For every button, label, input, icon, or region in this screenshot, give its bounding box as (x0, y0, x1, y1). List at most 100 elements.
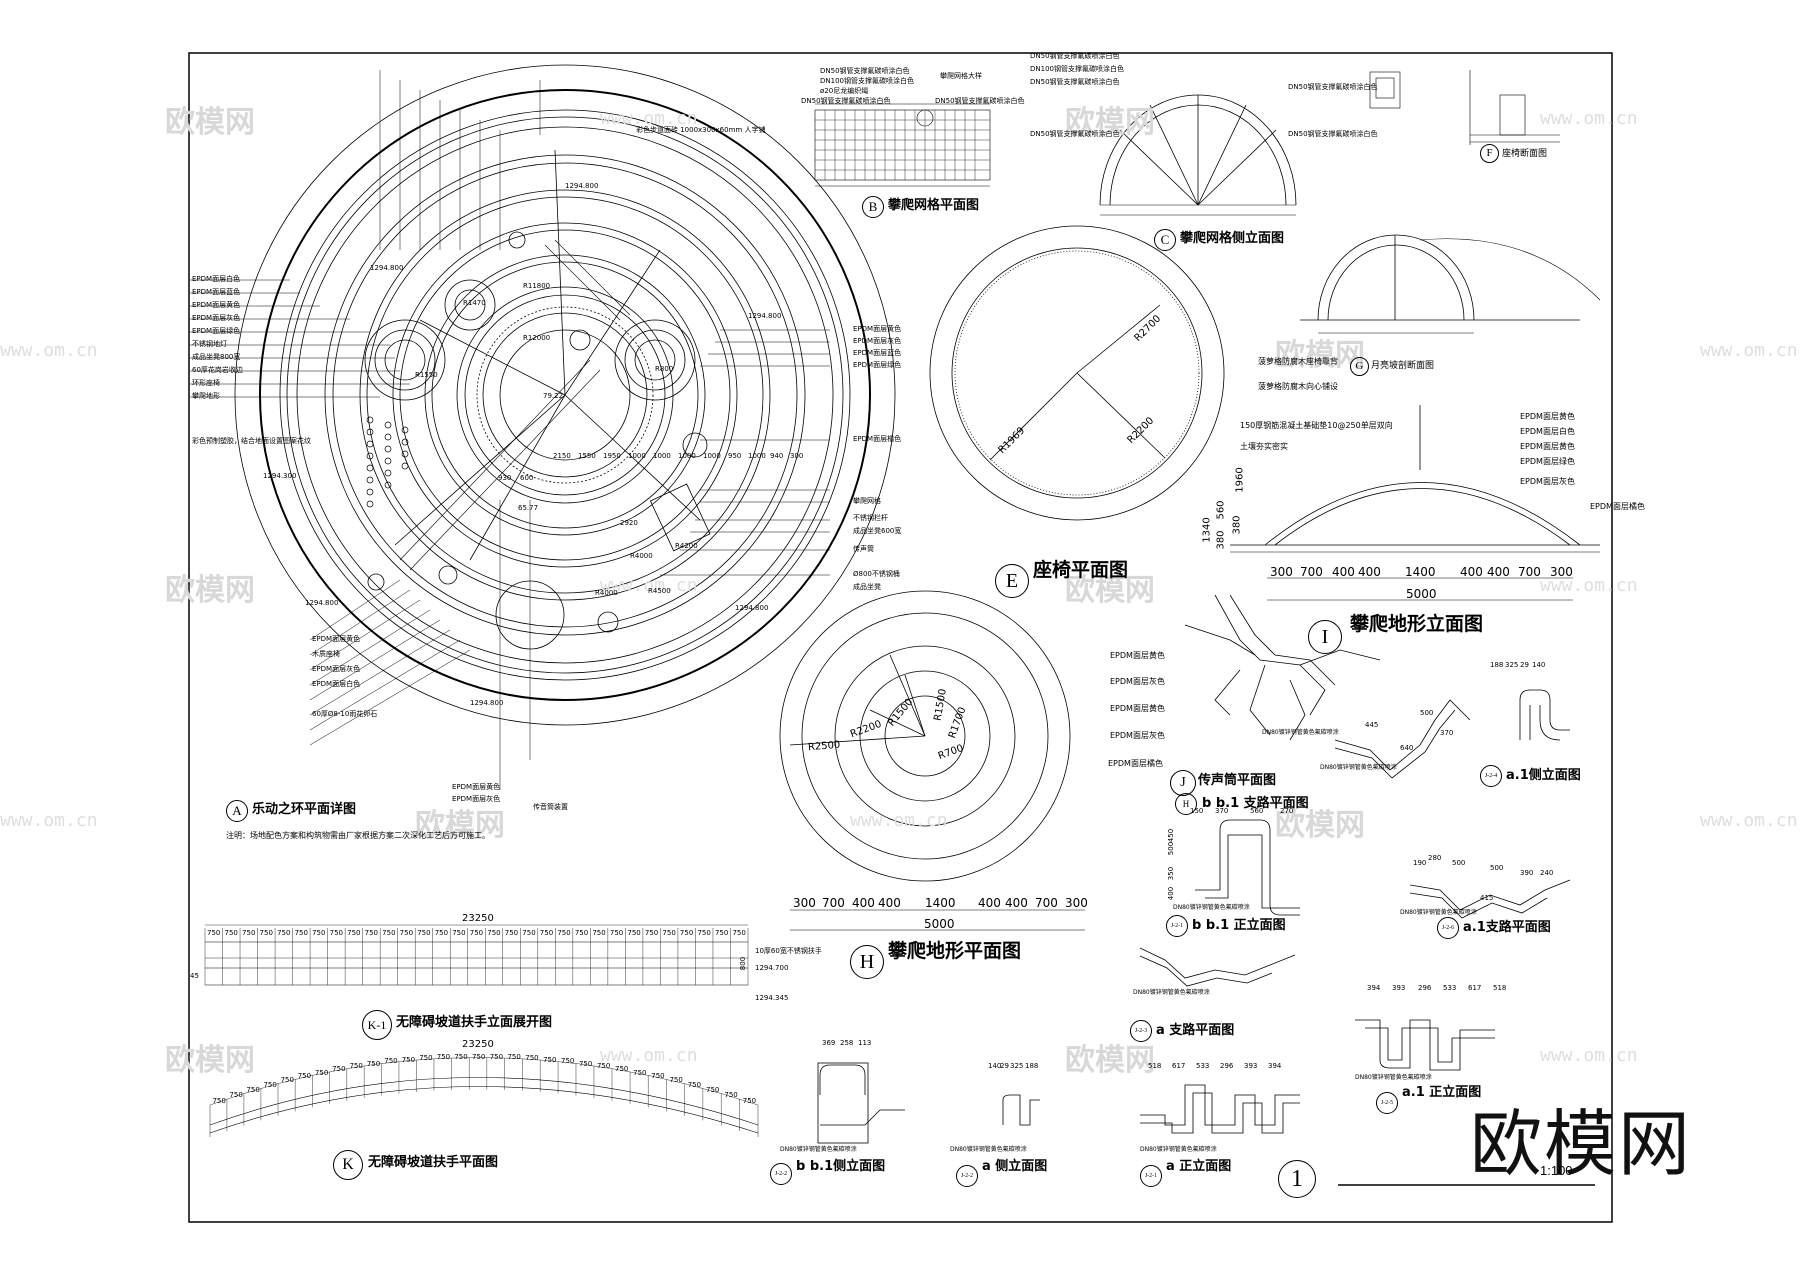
view-g-drawing (1300, 234, 1601, 334)
view-j-title: 传声筒平面图 (1198, 773, 1277, 788)
i-height: 560 (1215, 500, 1227, 520)
left-callout: 60厚花岗岩收边 (192, 366, 243, 374)
pipe-label: DN80镀锌钢管黄色氟碳喷涂 (1262, 729, 1339, 736)
elev-label: 1294.800 (470, 699, 504, 707)
other-dim: 2920 (620, 519, 638, 527)
detail-dim: 617 (1172, 1062, 1186, 1070)
k1-total: 23250 (462, 913, 494, 924)
k-dimension-ticks (209, 1057, 759, 1137)
detail-j28-title: a 正立面图 (1166, 1159, 1232, 1174)
right-callout: EPDM面层灰色 (853, 337, 902, 345)
i-callout: EPDM面层橘色 (1590, 502, 1645, 511)
left-note: 彩色预制塑胶，结合地面设置图案花纹 (192, 437, 311, 445)
view-i-title: 攀爬地形立面图 (1350, 613, 1484, 635)
c-callout: DN50钢管支撑氟碳喷涂白色 (1030, 130, 1120, 138)
k1-segment-label: 750 (399, 929, 414, 937)
detail-dim: 188 (1025, 1062, 1039, 1070)
elev-label: 1294.800 (565, 182, 599, 190)
k1-segment-label: 750 (417, 929, 431, 937)
detail-dim: 296 (1418, 984, 1432, 992)
i-dim: 700 (1300, 565, 1323, 579)
k1-segment-label: 750 (732, 929, 746, 937)
k-segment-label: 750 (706, 1085, 720, 1094)
detail-dim: 190 (1413, 859, 1427, 867)
k1-segment-label: 750 (557, 929, 571, 937)
b-callout: ø20尼龙编织绳 (820, 87, 869, 95)
k1-height: 800 (739, 956, 748, 971)
watermark-url: www.om.cn (600, 575, 698, 596)
k-segment-label: 750 (633, 1068, 647, 1077)
k-total: 23250 (462, 1039, 494, 1050)
k1-segment-label: 750 (574, 929, 589, 937)
detail-dim: 370 (1440, 729, 1454, 737)
view-j-bubble: J (1170, 770, 1196, 796)
detail-dim: 560 (1250, 807, 1264, 815)
i-left-note: 土壤夯实密实 (1240, 442, 1288, 451)
view-g-bubble: G (1350, 357, 1369, 376)
detail-drawings (817, 689, 1571, 1144)
h-dim: 700 (1035, 896, 1058, 910)
e-callout: 菠萝格防腐木向心铺设 (1258, 382, 1338, 391)
detail-j23-title: a 支路平面图 (1156, 1023, 1235, 1038)
c-callout: DN50钢管支撑氟碳喷涂白色 (1288, 130, 1378, 138)
detail-dim: 140 (1532, 661, 1546, 669)
detail-dim: 240 (1540, 869, 1554, 877)
detail-j28-bubble: J-2-1 (1140, 1165, 1162, 1187)
k1-left-label: 45 (190, 972, 199, 980)
view-f-title: 座椅断面图 (1502, 149, 1548, 159)
other-dim: 600 (520, 474, 534, 482)
k1-segment-label: 750 (609, 929, 624, 937)
detail-hb1-title: b b.1 支路平面图 (1202, 796, 1309, 811)
detail-j26-bubble: J-2-6 (1437, 917, 1459, 939)
detail-dim: 518 (1493, 984, 1507, 992)
watermark-url: www.om.cn (1540, 108, 1638, 129)
right-callout: EPDM面层蓝色 (853, 349, 902, 357)
right-callout: 不锈钢栏杆 (853, 514, 888, 522)
k-segment-label: 750 (561, 1057, 575, 1066)
k1-elev-top: 1294.700 (755, 964, 789, 972)
c-callout: DN50钢管支撑氟碳喷涂白色 (1030, 78, 1120, 86)
bottom-callout: EPDM面层灰色 (312, 665, 361, 673)
left-callout: EPDM面层灰色 (192, 314, 241, 322)
k-segment-label: 750 (229, 1091, 243, 1100)
k1-segment-label: 750 (294, 929, 308, 937)
h-dim: 400 (852, 896, 875, 910)
k1-segment-label: 750 (679, 929, 694, 937)
watermark-brand: 欧模网 (1065, 573, 1155, 608)
pipe-label: DN80镀锌钢管黄色氟碳喷涂 (1355, 1074, 1432, 1081)
detail-dim: 270 (1280, 807, 1294, 815)
c-callout: DN50钢管支撑氟碳喷涂白色 (1288, 83, 1378, 91)
right-callout: EPDM面层黄色 (853, 325, 902, 333)
h-dim: 300 (1065, 896, 1088, 910)
k1-segment-label: 750 (662, 929, 676, 937)
detail-j21-bubble: J-2-1 (1166, 915, 1188, 937)
elev-label: 1294.800 (305, 599, 339, 607)
watermark-url: www.om.cn (1700, 810, 1798, 831)
radius-label: R4000 (630, 552, 653, 560)
k1-segment-label: 750 (522, 929, 536, 937)
c-callout: DN100钢管支撑氟碳喷涂白色 (1030, 65, 1124, 73)
k-segment-label: 750 (615, 1065, 629, 1074)
k-segment-label: 750 (419, 1054, 433, 1063)
detail-dim: 369 (822, 1039, 836, 1047)
k-segment-label: 750 (507, 1053, 521, 1062)
watermark-brand: 欧模网 (415, 808, 505, 843)
ring-dim: 1000 (628, 452, 646, 460)
left-callout: 攀爬地形 (192, 392, 220, 400)
other-dim: 65.77 (518, 504, 539, 512)
view-j-drawing (1184, 594, 1381, 741)
detail-j23-bubble: J-2-3 (1130, 1020, 1152, 1042)
watermark-brand: 欧模网 (1065, 105, 1155, 140)
detail-height: 350 (1167, 866, 1176, 881)
k1-segment-label: 750 (469, 929, 484, 937)
pipe-label: DN80镀锌钢管黄色氟碳喷涂 (1320, 764, 1397, 771)
watermark-url: www.om.cn (600, 108, 698, 129)
i-height: 1960 (1234, 467, 1246, 493)
i-height: 380 (1215, 530, 1227, 550)
i-dim: 400 (1487, 565, 1510, 579)
watermark-url: www.om.cn (850, 810, 948, 831)
other-dim: R1470 (463, 299, 486, 307)
k-segment-label: 750 (742, 1096, 757, 1105)
h-dim: 400 (1005, 896, 1028, 910)
